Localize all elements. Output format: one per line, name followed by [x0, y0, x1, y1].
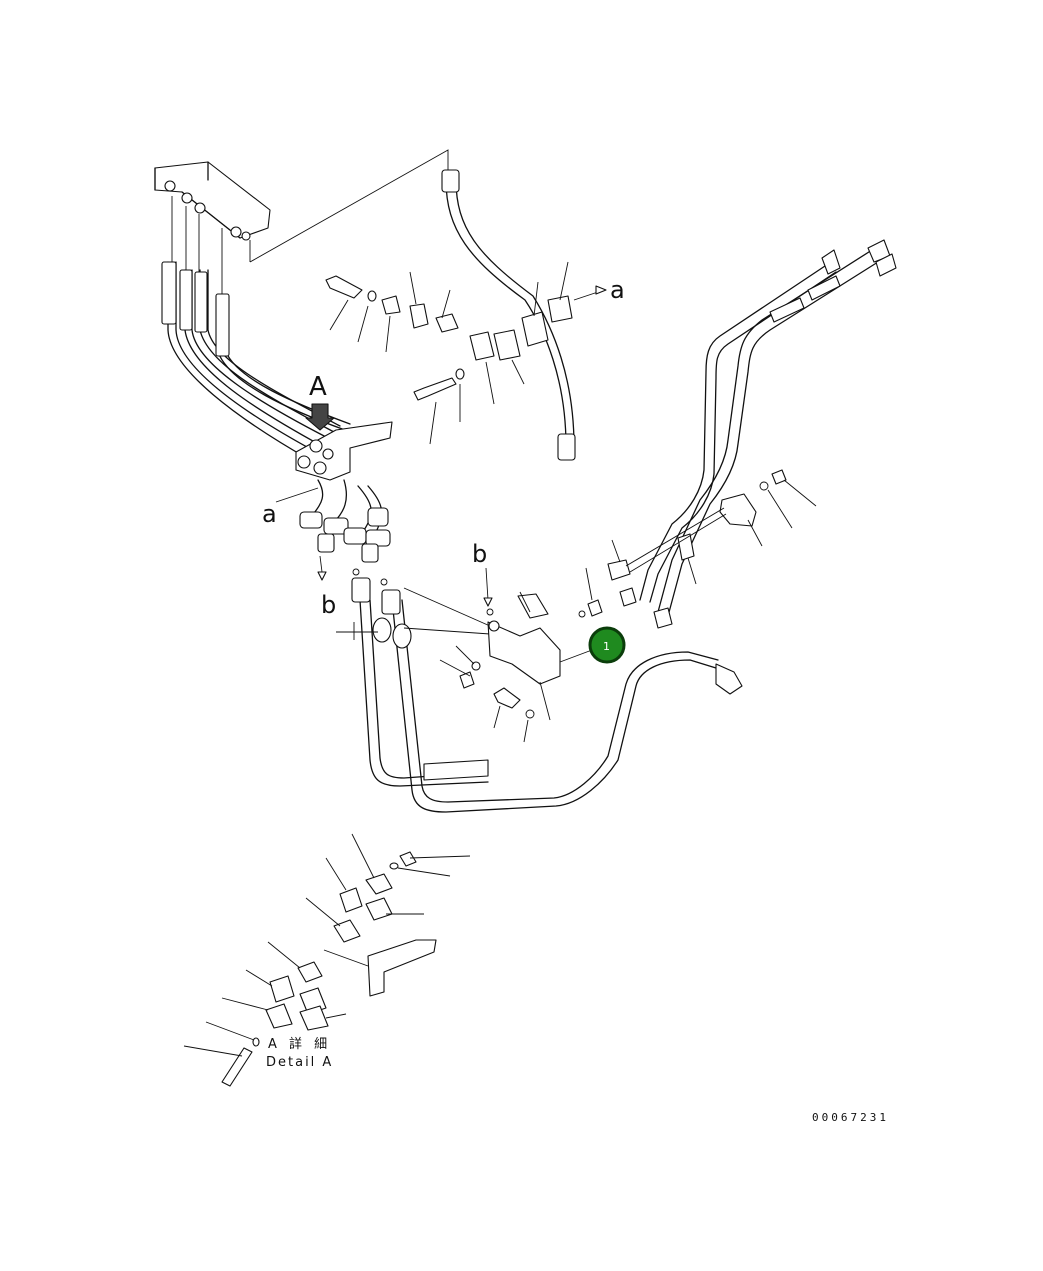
drawing-number: 00067231	[812, 1111, 889, 1124]
hose-top-center	[441, 169, 576, 461]
small-parts-row	[325, 261, 607, 445]
callout-1-marker[interactable]	[588, 626, 626, 664]
detail-caption-jp: A 詳 細	[268, 1036, 331, 1052]
detail-a-exploded	[183, 833, 471, 1087]
junction-block-a	[275, 403, 393, 503]
view-label-a-top: a	[610, 276, 625, 304]
view-label-b-left: b	[321, 591, 336, 619]
view-label-a-left: a	[262, 500, 277, 528]
right-bracket-assembly	[607, 469, 817, 585]
pipe-lines-right	[619, 239, 897, 629]
pipe-lines-lower	[336, 577, 743, 813]
callout-1-number: 1	[603, 640, 610, 653]
center-bracket-assembly	[439, 567, 603, 743]
view-label-A: A	[309, 372, 327, 402]
callout-1[interactable]: 1	[588, 626, 626, 664]
elbow-fittings	[299, 479, 391, 586]
view-label-b-top: b	[472, 540, 487, 568]
detail-caption-en: Detail A	[266, 1055, 333, 1070]
valve-manifold	[154, 149, 449, 263]
